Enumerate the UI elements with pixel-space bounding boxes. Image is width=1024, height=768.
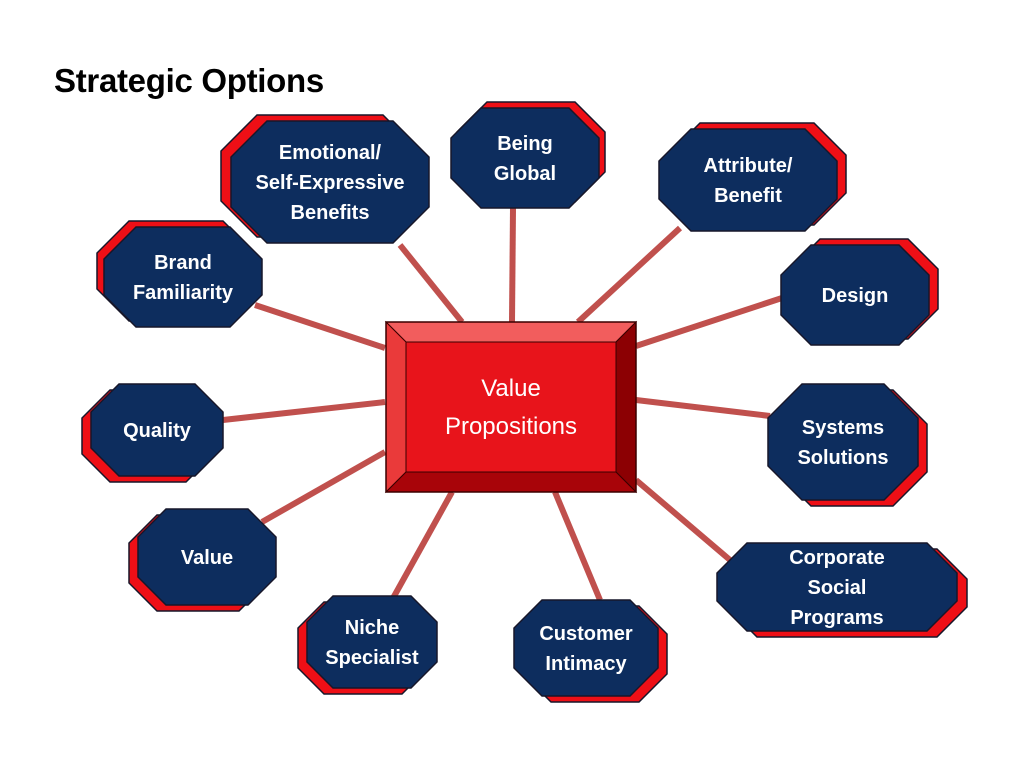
node-label-line: Niche: [345, 617, 399, 639]
node-shape: [90, 383, 224, 477]
node-shape: [137, 508, 277, 606]
connector-line-design: [635, 295, 783, 349]
option-node-design: Design: [780, 238, 939, 346]
node-label: Design: [822, 285, 889, 307]
center-label-line: Propositions: [445, 413, 577, 440]
node-label: Attribute/Benefit: [704, 155, 793, 207]
node-label-line: Being: [497, 133, 553, 155]
center-bevel-bottom: [384, 471, 638, 493]
node-label-line: Emotional/: [279, 142, 382, 164]
node-label-line: Systems: [802, 417, 884, 439]
connector-line-corporate-social-programs: [634, 477, 732, 563]
connector-line-systems-solutions: [635, 397, 771, 419]
option-node-value: Value: [128, 508, 277, 612]
node-label-line: Familiarity: [133, 282, 234, 304]
connector-line-customer-intimacy: [552, 490, 603, 602]
node-shape: [306, 595, 438, 689]
node-label-line: Brand: [154, 252, 212, 274]
node-shape: [658, 128, 838, 232]
connector-line-emotional-self-expressive-benefits: [397, 243, 465, 324]
node-shape: [103, 226, 263, 328]
connector-line-brand-familiarity: [254, 302, 386, 351]
connector-line-being-global: [509, 207, 516, 323]
node-label-line: Benefits: [291, 202, 370, 224]
connector-line-attribute-benefit: [575, 225, 683, 325]
node-label-line: Intimacy: [545, 653, 627, 675]
connector-line-quality: [222, 399, 386, 423]
connectors: [222, 207, 783, 602]
node-label-line: Value: [181, 547, 233, 569]
node-label-line: Corporate: [789, 547, 885, 569]
node-label: Value: [181, 547, 233, 569]
node-label-line: Quality: [123, 420, 192, 442]
node-label-line: Design: [822, 285, 889, 307]
node-label-line: Customer: [539, 623, 633, 645]
node-label-line: Solutions: [797, 447, 888, 469]
option-node-attribute-benefit: Attribute/Benefit: [658, 122, 847, 232]
node-label-line: Attribute/: [704, 155, 793, 177]
connector-line-niche-specialist: [389, 490, 455, 602]
center-bevel-left: [385, 320, 407, 494]
center-bevel-right: [615, 320, 637, 494]
center-bevel-top: [384, 321, 638, 343]
option-node-quality: Quality: [81, 383, 224, 483]
node-shape: [716, 542, 958, 632]
node-label-line: Global: [494, 163, 556, 185]
node-shape: [513, 599, 659, 697]
node-shape: [780, 244, 930, 346]
node-shape: [230, 120, 430, 244]
node-label-line: Social: [808, 577, 867, 599]
slide-title: Strategic Options: [54, 62, 324, 99]
node-shape: [767, 383, 919, 501]
center-label-line: Value: [481, 375, 541, 402]
center-outline: [385, 321, 637, 493]
node-label-line: Programs: [790, 607, 883, 629]
node-label-line: Specialist: [325, 647, 419, 669]
node-label-line: Benefit: [714, 185, 782, 207]
node-label: Quality: [123, 420, 192, 442]
node-label-line: Self-Expressive: [256, 172, 405, 194]
node-shape: [450, 107, 600, 209]
center-face: [405, 341, 617, 473]
connector-line-value: [260, 449, 387, 525]
